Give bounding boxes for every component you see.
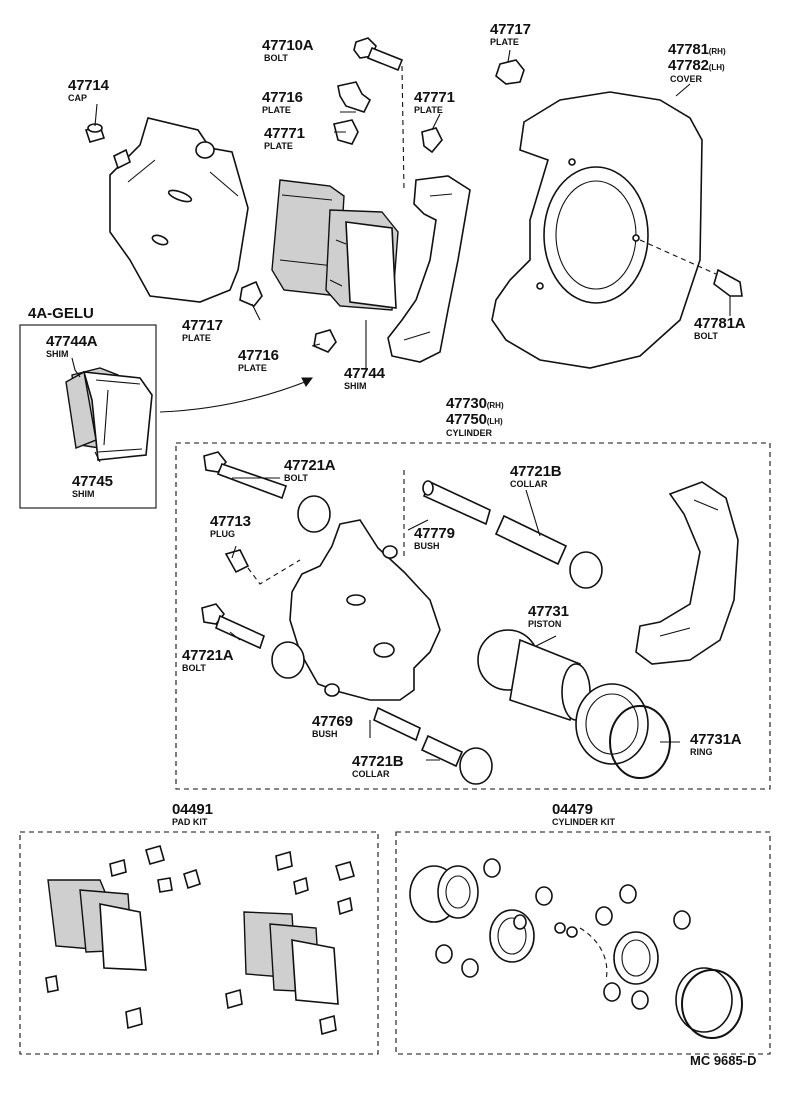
piston-boot bbox=[575, 683, 649, 765]
cylinder-kit-dash bbox=[579, 927, 608, 981]
mounting-bracket-47730 bbox=[635, 481, 739, 665]
bolt-47781a bbox=[713, 268, 743, 297]
label-47781a: 47781A BOLT bbox=[694, 315, 746, 341]
cylinder-kit-boots bbox=[435, 858, 691, 1010]
collar-47721b-lower bbox=[420, 734, 464, 768]
plate-clip-47717-top bbox=[495, 59, 525, 85]
bolt-47721a-upper bbox=[203, 451, 288, 500]
bush-47779 bbox=[422, 480, 491, 526]
caliper-mounting-bracket bbox=[387, 175, 471, 363]
label-47781-47782: 47781(RH) 47782(LH) COVER bbox=[668, 41, 726, 84]
label-47769: 47769 BUSH bbox=[312, 713, 353, 739]
bleeder-plug bbox=[113, 148, 131, 170]
brake-pad-inner bbox=[325, 209, 399, 311]
caliper-housing bbox=[109, 117, 249, 303]
label-47713: 47713 PLUG bbox=[210, 513, 251, 539]
leader-lines-top bbox=[94, 49, 731, 372]
label-47716-top: 47716 PLATE bbox=[262, 89, 303, 115]
cylinder-kit-seals bbox=[409, 865, 743, 1039]
cylinder-kit-box bbox=[395, 831, 771, 1055]
leader-bolt-47710a bbox=[401, 65, 405, 191]
label-47717-top: 47717 PLATE bbox=[490, 21, 531, 47]
plug-47713 bbox=[224, 549, 250, 574]
piston-47731 bbox=[477, 629, 591, 722]
label-47710a: 47710A BOLT bbox=[262, 37, 314, 63]
boot-collar-upper bbox=[569, 551, 603, 589]
label-04479: 04479 CYLINDER KIT bbox=[552, 801, 615, 827]
inset-leader bbox=[71, 357, 101, 463]
caliper-cylinder bbox=[289, 519, 441, 701]
label-04491: 04491 PAD KIT bbox=[172, 801, 213, 827]
label-47714: 47714 CAP bbox=[68, 77, 109, 103]
label-47721b-upper: 47721B COLLAR bbox=[510, 463, 562, 489]
inset-arrow-head bbox=[301, 377, 313, 387]
label-47716-mid: 47716 PLATE bbox=[238, 347, 279, 373]
label-47730-47750: 47730(RH) 47750(LH) CYLINDER bbox=[446, 395, 504, 438]
plate-clip-47717-mid bbox=[239, 280, 263, 307]
label-47721b-lower: 47721B COLLAR bbox=[352, 753, 404, 779]
pad-kit-pads-right bbox=[243, 911, 339, 1005]
cylinder-box bbox=[175, 442, 771, 790]
plate-clip-47771-right bbox=[421, 127, 443, 154]
leader-plug bbox=[247, 559, 301, 585]
bush-boot-lower bbox=[271, 641, 305, 679]
label-47717-mid: 47717 PLATE bbox=[182, 317, 223, 343]
boot-collar-lower bbox=[459, 747, 493, 785]
footer-code: MC 9685-D bbox=[690, 1053, 757, 1068]
label-47731: 47731 PISTON bbox=[528, 603, 569, 629]
bolt-47710a bbox=[353, 37, 404, 72]
inset-arrow-line bbox=[159, 379, 311, 413]
dust-cover bbox=[491, 91, 703, 369]
bush-boot-upper bbox=[297, 495, 331, 533]
label-47721a-upper: 47721A BOLT bbox=[284, 457, 336, 483]
inset-title: 4A-GELU bbox=[28, 305, 94, 322]
plate-clip-47716-mid bbox=[313, 329, 337, 353]
plate-clip-47716-top bbox=[337, 81, 372, 113]
label-47771-right: 47771 PLATE bbox=[414, 89, 455, 115]
label-47731a: 47731A RING bbox=[690, 731, 742, 757]
collar-47721b-upper bbox=[494, 514, 568, 566]
label-47779: 47779 BUSH bbox=[414, 525, 455, 551]
leader-lines-cylinder bbox=[229, 477, 680, 761]
bolt-47721a-lower bbox=[201, 603, 265, 650]
label-47745: 47745 SHIM bbox=[72, 473, 113, 499]
bush-47769 bbox=[373, 706, 421, 742]
label-47744: 47744 SHIM bbox=[344, 365, 385, 391]
label-47744a: 47744A SHIM bbox=[46, 333, 98, 359]
label-47721a-lower: 47721A BOLT bbox=[182, 647, 234, 673]
inset-pad-shims bbox=[65, 367, 153, 461]
pad-kit-pads-left bbox=[47, 879, 147, 971]
inset-box bbox=[19, 324, 157, 509]
cap-47714 bbox=[84, 123, 106, 143]
leader-bolt-47781a bbox=[639, 239, 717, 275]
pad-kit-box bbox=[19, 831, 379, 1055]
pad-kit-clips bbox=[45, 845, 355, 1036]
label-47771-left: 47771 PLATE bbox=[264, 125, 305, 151]
